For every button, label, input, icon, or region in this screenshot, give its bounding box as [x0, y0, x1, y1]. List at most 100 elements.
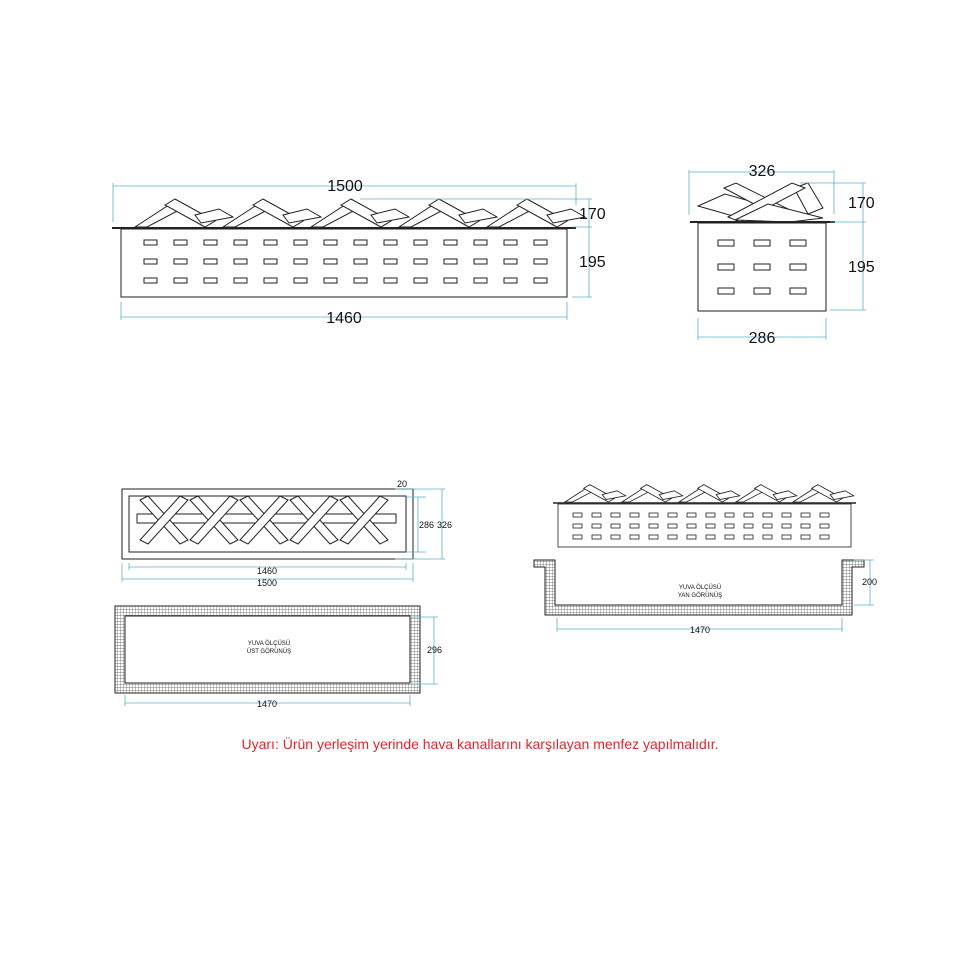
vent-slot	[648, 534, 659, 540]
log	[194, 208, 235, 224]
vent-slot	[705, 512, 716, 518]
vent-slot	[591, 534, 602, 540]
vent-slot	[413, 239, 428, 246]
vent-slot	[762, 512, 773, 518]
vent-slot	[143, 258, 158, 265]
vent-slot	[473, 258, 488, 265]
vent-slot	[263, 239, 278, 246]
vent-slot	[667, 534, 678, 540]
vent-slot	[762, 534, 773, 540]
vent-slot	[591, 523, 602, 529]
vent-slot	[443, 239, 458, 246]
vent-slot	[800, 523, 811, 529]
vent-slot	[323, 277, 338, 284]
vent-slot	[800, 512, 811, 518]
top-depth-outer-label: 326	[437, 520, 452, 530]
vent-slot	[686, 523, 697, 529]
vent-slot	[648, 523, 659, 529]
vent-slot	[717, 263, 735, 271]
vent-slot	[753, 287, 771, 295]
vent-slot	[717, 287, 735, 295]
front-height-top-label: 170	[579, 206, 606, 223]
log	[139, 495, 189, 545]
vent-slot	[667, 523, 678, 529]
niche-side-title-1: YUVA ÖLÇÜSÜ	[679, 584, 721, 591]
front-view-small	[553, 484, 856, 548]
vent-slot	[743, 512, 754, 518]
side-width-top-label: 326	[749, 163, 776, 180]
vent-slot	[819, 512, 830, 518]
vent-slot	[233, 258, 248, 265]
vent-slot	[533, 239, 548, 246]
log	[282, 208, 323, 224]
vent-slot	[263, 277, 278, 284]
vent-slot	[413, 258, 428, 265]
front-view-small-logs	[563, 484, 855, 503]
top-depth-inner-label: 286	[419, 520, 434, 530]
vent-slot	[383, 239, 398, 246]
log	[772, 490, 798, 500]
side-view-body	[697, 222, 827, 312]
front-view-dimension-lines	[112, 183, 592, 320]
front-width-body-label: 1460	[326, 310, 362, 327]
log	[601, 490, 627, 500]
niche-side-height-label: 200	[862, 577, 877, 587]
vent-slot	[629, 512, 640, 518]
niche-side-view: YUVA ÖLÇÜSÜ YAN GÖRÜNÜŞ 200 1470	[533, 559, 877, 635]
vent-slot	[263, 258, 278, 265]
vent-slot	[753, 263, 771, 271]
vent-slot	[667, 512, 678, 518]
vent-slot	[717, 239, 735, 247]
vent-slot	[572, 523, 583, 529]
front-width-top-label: 1500	[327, 178, 363, 195]
top-view-dimension-lines	[121, 488, 445, 582]
vent-slot	[724, 534, 735, 540]
vent-slot	[781, 512, 792, 518]
side-view-dimension-lines	[688, 170, 866, 340]
vent-slot	[610, 523, 621, 529]
vent-slot	[789, 287, 807, 295]
front-view: 1500 170 195 1460	[112, 178, 606, 327]
vent-slot	[353, 258, 368, 265]
vent-slot	[800, 534, 811, 540]
vent-slot	[781, 534, 792, 540]
vent-slot	[143, 239, 158, 246]
vent-slot	[293, 277, 308, 284]
vent-slot	[323, 258, 338, 265]
front-view-small-vents	[572, 512, 830, 540]
vent-slot	[819, 534, 830, 540]
niche-side-wall	[533, 559, 865, 616]
niche-side-title-2: YAN GÖRÜNÜŞ	[678, 592, 722, 599]
vent-slot	[293, 239, 308, 246]
log	[458, 208, 499, 224]
vent-slot	[293, 258, 308, 265]
vent-slot	[610, 512, 621, 518]
log	[239, 495, 289, 545]
log	[658, 490, 684, 500]
vent-slot	[173, 277, 188, 284]
vent-slot	[503, 258, 518, 265]
front-view-small-body	[557, 503, 852, 548]
vent-slot	[233, 239, 248, 246]
vent-slot	[143, 277, 158, 284]
top-width-inner-label: 1460	[257, 566, 277, 576]
niche-top-title-1: YUVA ÖLÇÜSÜ	[248, 640, 290, 647]
niche-top-dimension-lines	[124, 616, 438, 706]
niche-top-width-label: 1470	[257, 699, 277, 709]
vent-slot	[781, 523, 792, 529]
vent-slot	[473, 277, 488, 284]
niche-side-dimension-lines	[556, 559, 874, 632]
niche-top-depth-label: 296	[427, 645, 442, 655]
front-height-body-label: 195	[579, 254, 606, 271]
top-width-outer-label: 1500	[257, 578, 277, 588]
vent-slot	[743, 534, 754, 540]
vent-slot	[233, 277, 248, 284]
vent-slot	[353, 277, 368, 284]
vent-slot	[413, 277, 428, 284]
vent-slot	[473, 239, 488, 246]
log	[189, 495, 239, 545]
vent-slot	[443, 277, 458, 284]
niche-top-wall	[114, 605, 421, 694]
vent-slot	[629, 523, 640, 529]
vent-slot	[533, 277, 548, 284]
